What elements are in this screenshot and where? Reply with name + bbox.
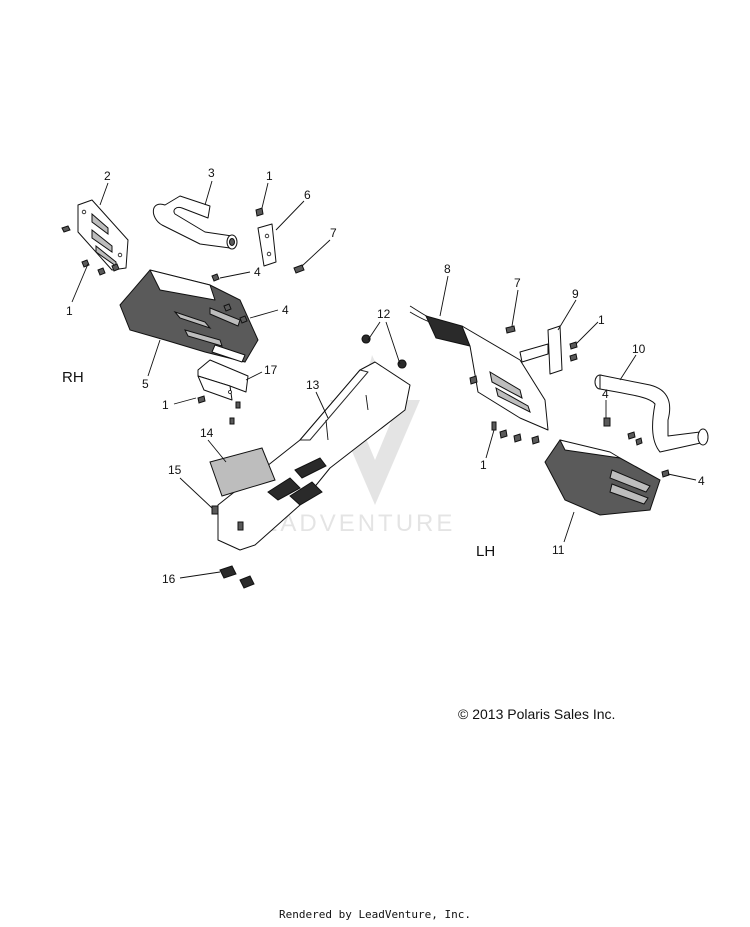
rh-footwell-guard <box>119 269 259 363</box>
decal-label <box>209 447 276 497</box>
callout-8: 8 <box>444 262 451 276</box>
rh-fasteners <box>61 225 120 276</box>
lh-footwell-guard <box>544 417 670 516</box>
callout-13: 13 <box>306 378 320 392</box>
callout-6: 6 <box>304 188 311 202</box>
lh-grab-tube <box>594 374 709 453</box>
callout-7: 7 <box>514 276 521 290</box>
callout-1: 1 <box>598 313 605 327</box>
support-bracket <box>197 359 249 425</box>
callout-9: 9 <box>572 287 579 301</box>
rh-side-label: RH <box>62 369 84 386</box>
callout-4: 4 <box>254 265 261 279</box>
rh-tube-clamp <box>255 207 305 274</box>
callout-5: 5 <box>142 377 149 391</box>
rh-grab-tube <box>152 195 238 250</box>
lh-side-label: LH <box>476 543 495 560</box>
leader-lines <box>71 180 697 579</box>
render-credit-footer: Rendered by LeadVenture, Inc. <box>278 908 472 921</box>
callout-10: 10 <box>632 342 646 356</box>
skid-fasteners <box>211 505 255 589</box>
callout-1: 1 <box>66 304 73 318</box>
callouts: 2 3 1 6 7 1 4 4 5 17 1 12 13 14 15 16 8 … <box>66 166 705 586</box>
callout-14: 14 <box>200 426 214 440</box>
rh-mount-bracket <box>77 199 129 271</box>
copyright-notice: © 2013 Polaris Sales Inc. <box>458 706 616 722</box>
center-skid-plate <box>217 334 411 551</box>
callout-12: 12 <box>377 307 391 321</box>
callout-4: 4 <box>602 387 609 401</box>
lh-bracket-with-wiring <box>409 305 549 445</box>
callout-1: 1 <box>480 458 487 472</box>
callout-1: 1 <box>266 169 273 183</box>
callout-7: 7 <box>330 226 337 240</box>
callout-4: 4 <box>282 303 289 317</box>
callout-17: 17 <box>264 363 278 377</box>
callout-1: 1 <box>162 398 169 412</box>
lh-tube-clamp <box>505 325 578 375</box>
callout-4: 4 <box>698 474 705 488</box>
callout-15: 15 <box>168 463 182 477</box>
callout-16: 16 <box>162 572 176 586</box>
callout-3: 3 <box>208 166 215 180</box>
callout-2: 2 <box>104 169 111 183</box>
callout-11: 11 <box>552 543 565 557</box>
